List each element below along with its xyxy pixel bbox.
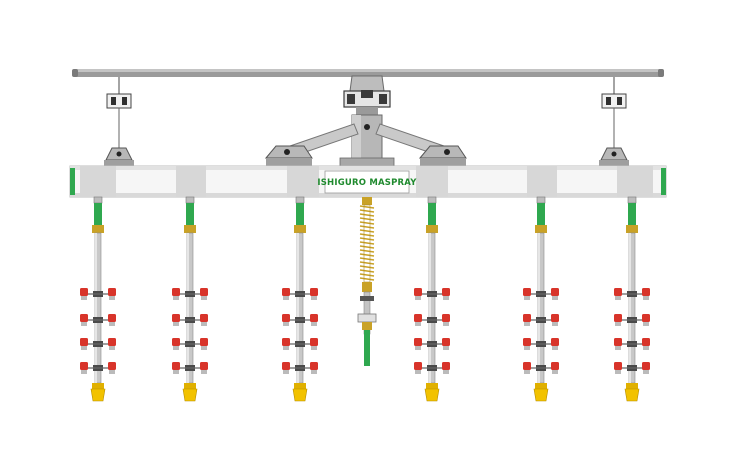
drop-pipe-6 bbox=[614, 196, 650, 402]
drop-pipe-3 bbox=[282, 196, 318, 402]
center-trolley bbox=[264, 75, 467, 167]
drop-pipe-4 bbox=[414, 196, 450, 402]
hanger-left bbox=[104, 77, 134, 166]
drop-pipe-2 bbox=[172, 196, 208, 402]
overhead-rail bbox=[72, 69, 664, 77]
drop-pipes bbox=[80, 196, 650, 402]
drop-pipe-5 bbox=[523, 196, 559, 402]
center-hose bbox=[357, 197, 377, 366]
drop-pipe-1 bbox=[80, 196, 116, 402]
brand-label: ISHIGURO MASPRAY bbox=[317, 178, 417, 188]
main-boom bbox=[69, 165, 667, 198]
hanger-right bbox=[599, 77, 629, 166]
